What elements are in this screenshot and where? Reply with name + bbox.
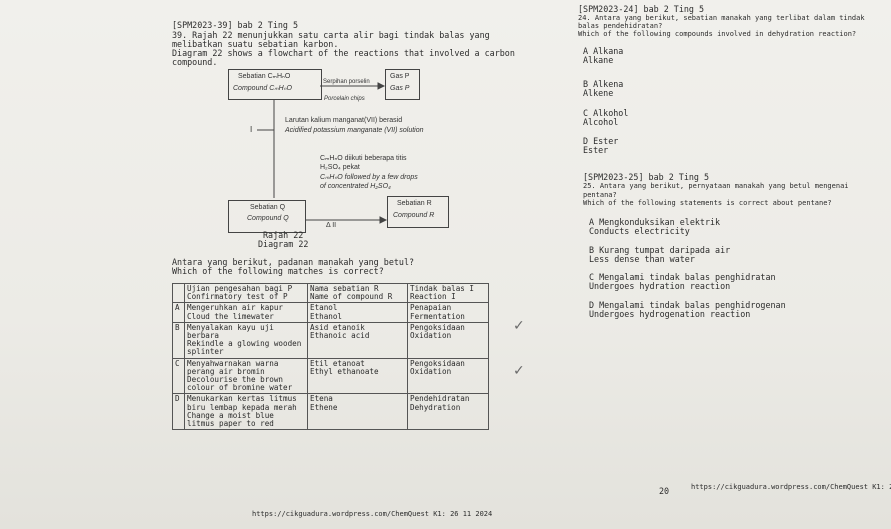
compound-q-box — [228, 200, 306, 233]
q39-ask-ms: Antara yang berikut, padanan manakah yan… — [172, 257, 415, 267]
q25-option-b-en: Less dense than water — [589, 254, 695, 264]
step-ii-reagent-ms-1: CₘHₙO diikuti beberapa titis — [320, 155, 407, 162]
q24-text-en: Which of the following compounds involve… — [578, 30, 857, 38]
q25-id: [SPM2023-25] bab 2 Ting 5 — [583, 172, 710, 182]
q25-option-b-ms: B Kurang tumpat daripada air — [589, 245, 731, 255]
q25-option-a-en: Conducts electricity — [589, 226, 690, 236]
q25-option-a-ms: A Mengkonduksikan elektrik — [589, 217, 721, 227]
check-mark-icon: ✓ — [513, 318, 525, 334]
step-i-label: I — [250, 125, 253, 134]
q24-text-ms-2: balas pendehidratan? — [578, 22, 663, 30]
q39-ask-en: Which of the following matches is correc… — [172, 266, 384, 276]
option-key: A — [172, 302, 185, 323]
page-number: 20 — [659, 486, 670, 496]
compound-q-en: Compound Q — [247, 215, 289, 222]
q39-text-ms-2: melibatkan suatu sebatian karbon. — [172, 39, 339, 49]
gas-p-ms: Gas P — [390, 73, 410, 80]
q25-option-c-en: Undergoes hydration reaction — [589, 281, 731, 291]
check-mark-icon: ✓ — [513, 363, 525, 379]
compound-p-box — [228, 69, 322, 100]
diagram-caption-ms: Rajah 22 — [263, 230, 304, 240]
step-ii-arrow-label: Δ II — [326, 222, 337, 229]
compound-cmhno-ms: Sebatian CₘHₙO — [238, 73, 291, 80]
q24-option-b-en: Alkene — [583, 88, 614, 98]
table-header-key — [172, 282, 185, 304]
q25-text-en: Which of the following statements is cor… — [583, 199, 832, 207]
gas-p-box — [385, 69, 420, 100]
diagram-caption-en: Diagram 22 — [258, 239, 309, 249]
q24-option-d-en: Ester — [583, 145, 609, 155]
compound-r-box — [387, 196, 449, 228]
compound-r-ms: Sebatian R — [397, 200, 432, 207]
step-ii-reagent-ms-2: H₂SO₄ pekat — [320, 164, 360, 171]
step-ii-reagent-en-2: of concentrated H₂SO₄ — [320, 183, 391, 190]
q24-id: [SPM2023-24] bab 2 Ting 5 — [578, 4, 705, 14]
left-footer-url: https://cikguadura.wordpress.com/ChemQue… — [252, 510, 493, 518]
step-ii-reagent-en-1: CₘHₙO followed by a few drops — [320, 174, 418, 181]
q24-option-b-ms: B Alkena — [583, 79, 624, 89]
heat-label-en: Porcelain chips — [324, 96, 365, 102]
q39-text-en-1: Diagram 22 shows a flowchart of the reac… — [172, 48, 515, 58]
q39-id: [SPM2023-39] bab 2 Ting 5 — [172, 20, 299, 30]
q25-option-d-en: Undergoes hydrogenation reaction — [589, 309, 751, 319]
q25-text-ms-1: 25. Antara yang berikut, pernyataan mana… — [583, 182, 849, 190]
q24-option-a-ms: A Alkana — [583, 46, 624, 56]
q25-text-ms-2: pentana? — [583, 191, 617, 199]
compound-r-en: Compound R — [393, 212, 435, 219]
compound-q-ms: Sebatian Q — [250, 204, 286, 211]
right-footer-url: https://cikguadura.wordpress.com/ChemQue… — [691, 483, 891, 491]
q25-option-c-ms: C Mengalami tindak balas penghidratan — [589, 272, 776, 282]
q25-option-d-ms: D Mengalami tindak balas penghidrogenan — [589, 300, 786, 310]
q39-text-ms-1: 39. Rajah 22 menunjukkan satu carta alir… — [172, 30, 490, 40]
q24-option-c-en: Alcohol — [583, 117, 619, 127]
option-key: B — [172, 321, 185, 359]
q24-option-a-en: Alkane — [583, 55, 614, 65]
option-key: D — [172, 393, 185, 431]
step-i-reagent-ms: Larutan kalium manganat(VII) berasid — [285, 117, 403, 124]
heat-label-ms: Serpihan porselin — [323, 79, 370, 85]
q39-text-en-2: compound. — [172, 57, 218, 67]
compound-cmhno-en: Compound CₘHₙO — [233, 85, 292, 92]
q24-option-d-ms: D Ester — [583, 136, 619, 146]
q24-text-ms-1: 24. Antara yang berikut, sebatian manaka… — [578, 14, 865, 22]
gas-p-en: Gas P — [390, 85, 410, 92]
option-key: C — [172, 357, 185, 395]
q24-option-c-ms: C Alkohol — [583, 108, 629, 118]
step-i-reagent-en: Acidified potassium manganate (VII) solu… — [285, 127, 424, 134]
